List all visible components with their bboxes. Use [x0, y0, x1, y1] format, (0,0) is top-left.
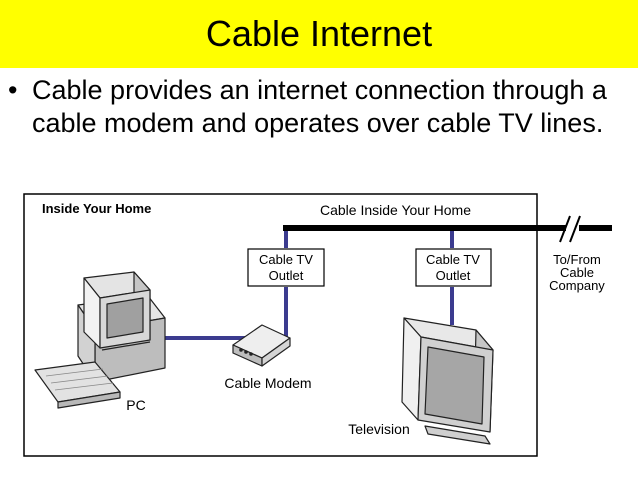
- bullet-text: Cable provides an internet connection th…: [32, 75, 607, 138]
- company-label-2: Cable: [560, 265, 594, 280]
- bullet-item: • Cable provides an internet connection …: [8, 74, 628, 140]
- television-icon: [401, 317, 494, 445]
- outlet-left-label-2: Outlet: [269, 268, 304, 283]
- outlet-right-label-1: Cable TV: [426, 252, 480, 267]
- cable-tv-outlet-left: Cable TV Outlet: [247, 248, 325, 287]
- cable-company-label: To/From Cable Company: [549, 252, 605, 293]
- cable-tv-outlet-right: Cable TV Outlet: [415, 248, 492, 287]
- inside-home-label: Inside Your Home: [42, 201, 151, 216]
- outlet-box-right: [415, 248, 492, 287]
- cable-break-mark-1: [559, 215, 571, 243]
- cable-modem-icon: [232, 324, 291, 367]
- title-bar: Cable Internet: [0, 0, 638, 68]
- modem-label: Cable Modem: [224, 375, 311, 391]
- bullet-marker: •: [8, 75, 18, 105]
- company-label-3: Company: [549, 278, 605, 293]
- company-label-1: To/From: [553, 252, 601, 267]
- slide-title: Cable Internet: [205, 13, 433, 54]
- pc-icon: [34, 271, 166, 409]
- tv-label: Television: [348, 421, 409, 437]
- cable-inside-label: Cable Inside Your Home: [320, 202, 471, 218]
- cable-break-mark-2: [569, 215, 581, 243]
- outlet-left-label-1: Cable TV: [259, 252, 313, 267]
- pc-label: PC: [126, 397, 145, 413]
- outlet-right-label-2: Outlet: [436, 268, 471, 283]
- main-cable: [283, 215, 612, 243]
- outlet-box-left: [247, 248, 325, 287]
